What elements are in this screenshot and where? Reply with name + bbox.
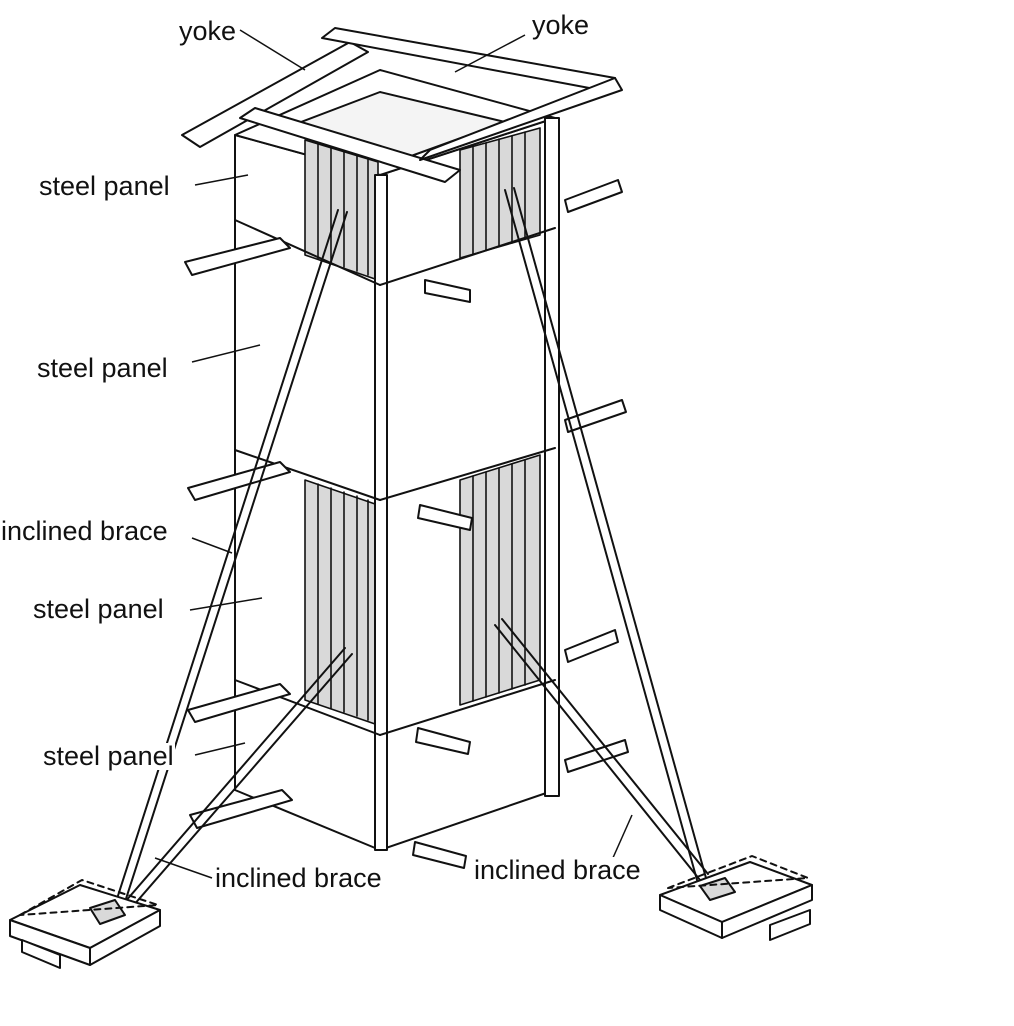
anchor-plate-left [9, 879, 161, 969]
leader-steel-panel-1 [194, 174, 249, 186]
label-yoke-right: yoke [531, 10, 591, 40]
leader-inclined-brace-left [191, 537, 233, 554]
leader-steel-panel-4 [194, 742, 246, 756]
anchor-plate-right [659, 855, 813, 941]
left-face-stiffeners-top [304, 139, 379, 281]
label-steel-panel-4: steel panel [42, 741, 175, 771]
inclined-brace-long-right [504, 187, 707, 881]
leader-inclined-brace-bottom [154, 857, 213, 879]
label-inclined-brace-right: inclined brace [473, 855, 642, 885]
leader-steel-panel-3 [189, 597, 263, 611]
label-steel-panel-1: steel panel [38, 171, 171, 201]
yoke-left-beam [181, 41, 369, 148]
leader-steel-panel-2 [191, 344, 261, 363]
left-face-stiffeners-bottom [304, 479, 379, 726]
leader-lines [154, 29, 633, 879]
leader-yoke-right [454, 34, 526, 73]
front-corner-post [374, 174, 388, 851]
right-face-stiffeners-top [459, 127, 541, 259]
right-corner-post [544, 117, 560, 797]
inclined-brace-short-right [494, 618, 709, 881]
inclined-brace-short-left [117, 647, 353, 915]
leader-inclined-brace-right [611, 814, 633, 861]
leader-yoke-left [239, 29, 306, 71]
yoke-front-beam [239, 107, 461, 183]
label-steel-panel-3: steel panel [32, 594, 165, 624]
label-inclined-brace-bottom: inclined brace [214, 863, 383, 893]
label-steel-panel-2: steel panel [36, 353, 169, 383]
label-inclined-brace-left: inclined brace [0, 516, 169, 546]
inclined-brace-long-left [114, 209, 348, 906]
label-yoke-left: yoke [178, 16, 238, 46]
yoke-back-beam [419, 77, 623, 161]
